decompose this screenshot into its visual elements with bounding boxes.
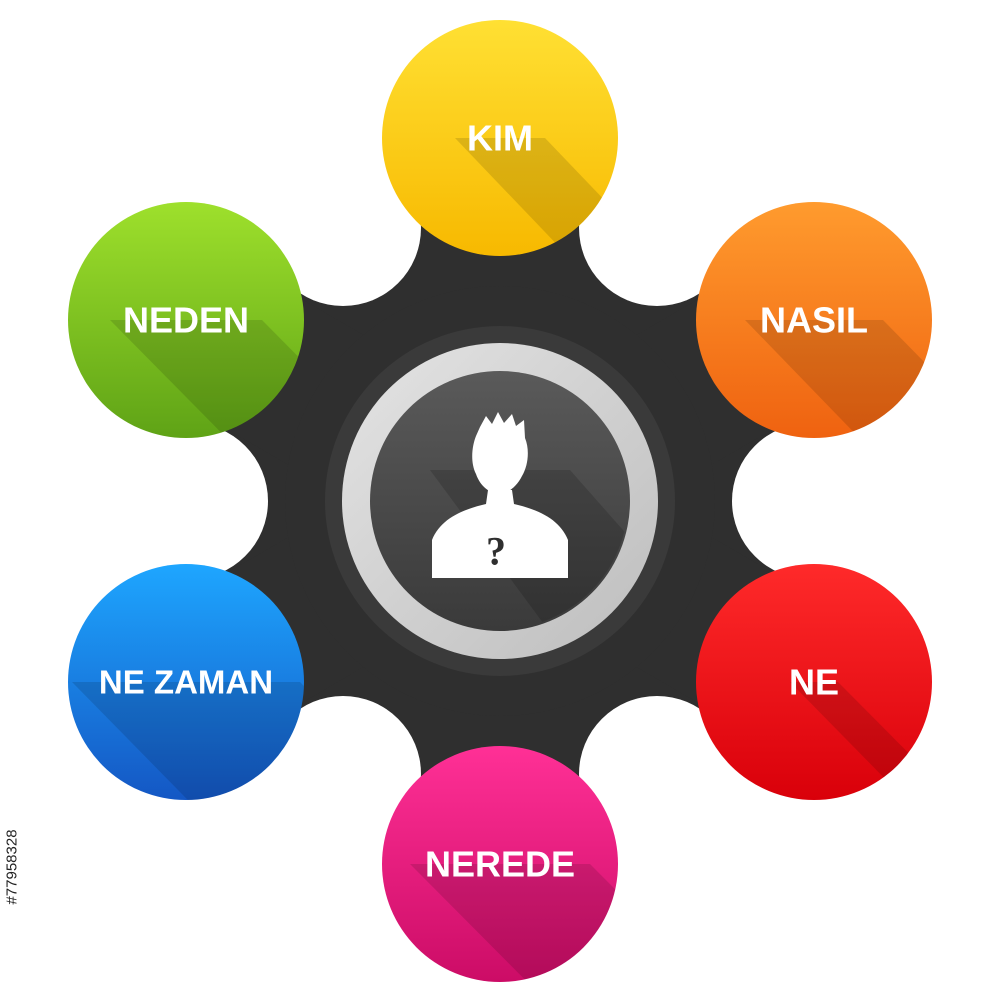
node-label-neden: NEDEN — [123, 300, 249, 341]
node-ne-zaman: NE ZAMAN — [68, 564, 304, 800]
node-label-kim: KIM — [467, 118, 533, 159]
node-label-nasil: NASIL — [760, 300, 868, 341]
side-id-text: #77958328 — [3, 829, 21, 905]
question-mark-glyph: ? — [486, 529, 506, 574]
node-nasil: NASIL — [696, 202, 932, 438]
node-kim: KIM — [382, 20, 618, 256]
node-neden: NEDEN — [68, 202, 304, 438]
side-id-label: #77958328 — [2, 772, 22, 962]
node-label-nerede: NEREDE — [425, 844, 575, 885]
person-question-icon — [432, 412, 568, 578]
node-label-ne: NE — [789, 662, 839, 703]
node-ne: NE — [696, 564, 932, 800]
center-badge: ? — [325, 326, 675, 676]
node-nerede: NEREDE — [382, 746, 618, 982]
node-label-ne-zaman: NE ZAMAN — [99, 664, 273, 701]
